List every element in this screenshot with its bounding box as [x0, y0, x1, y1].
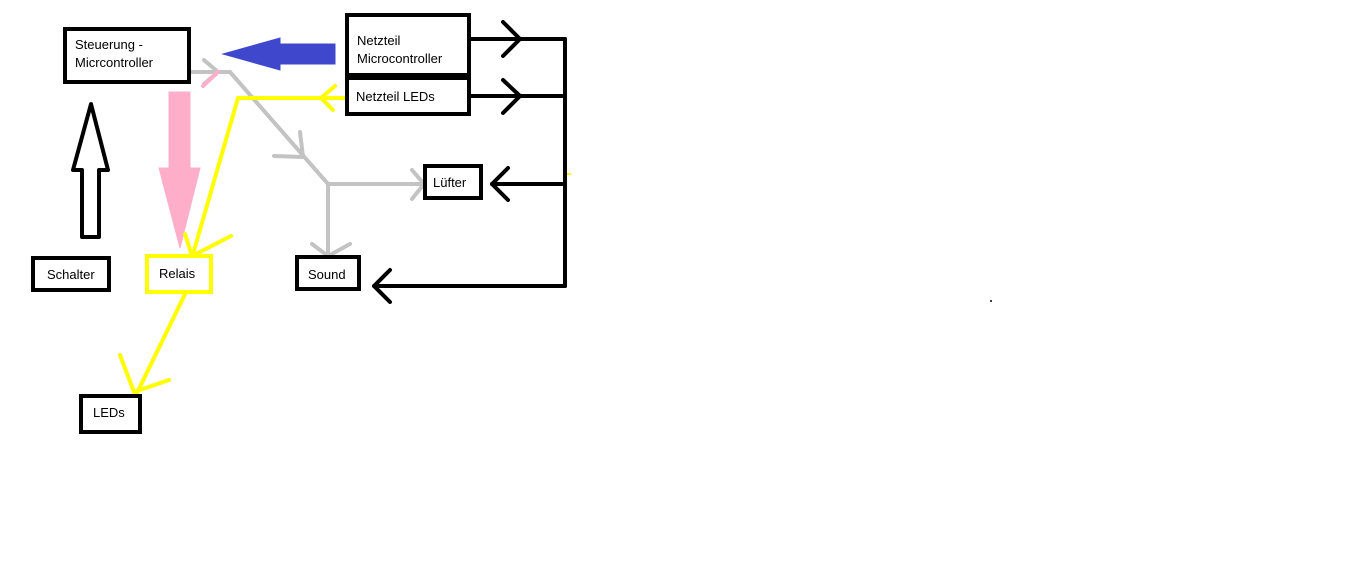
switch-input-arrow [71, 102, 110, 239]
pink-stub [201, 70, 220, 88]
netzteil-mc-label-line1: Netzteil [357, 33, 400, 48]
luefter-box: Lüfter [423, 164, 483, 200]
power-distribution-lines [372, 20, 567, 304]
schalter-box: Schalter [31, 256, 111, 292]
led-power-lines [118, 84, 350, 397]
relais-box: Relais [145, 254, 213, 294]
netzteil-leds-label: Netzteil LEDs [356, 89, 435, 104]
steuerung-box: Steuerung - Micrcontroller [63, 27, 191, 84]
schalter-label: Schalter [47, 267, 95, 282]
relais-label: Relais [159, 266, 196, 281]
netzteil-mc-box: Netzteil Microcontroller [345, 13, 471, 77]
leds-label: LEDs [93, 405, 125, 420]
luefter-label: Lüfter [433, 175, 467, 190]
leds-box: LEDs [79, 394, 142, 434]
stray-dot [990, 300, 992, 302]
mc-supply-arrow [221, 37, 336, 71]
sound-box: Sound [295, 255, 361, 291]
netzteil-leds-box: Netzteil LEDs [345, 76, 471, 116]
sound-label: Sound [308, 267, 346, 282]
netzteil-mc-label-line2: Microcontroller [357, 51, 443, 66]
relay-control-arrow [158, 91, 201, 249]
steuerung-label-line1: Steuerung - [75, 37, 143, 52]
steuerung-label-line2: Micrcontroller [75, 55, 154, 70]
